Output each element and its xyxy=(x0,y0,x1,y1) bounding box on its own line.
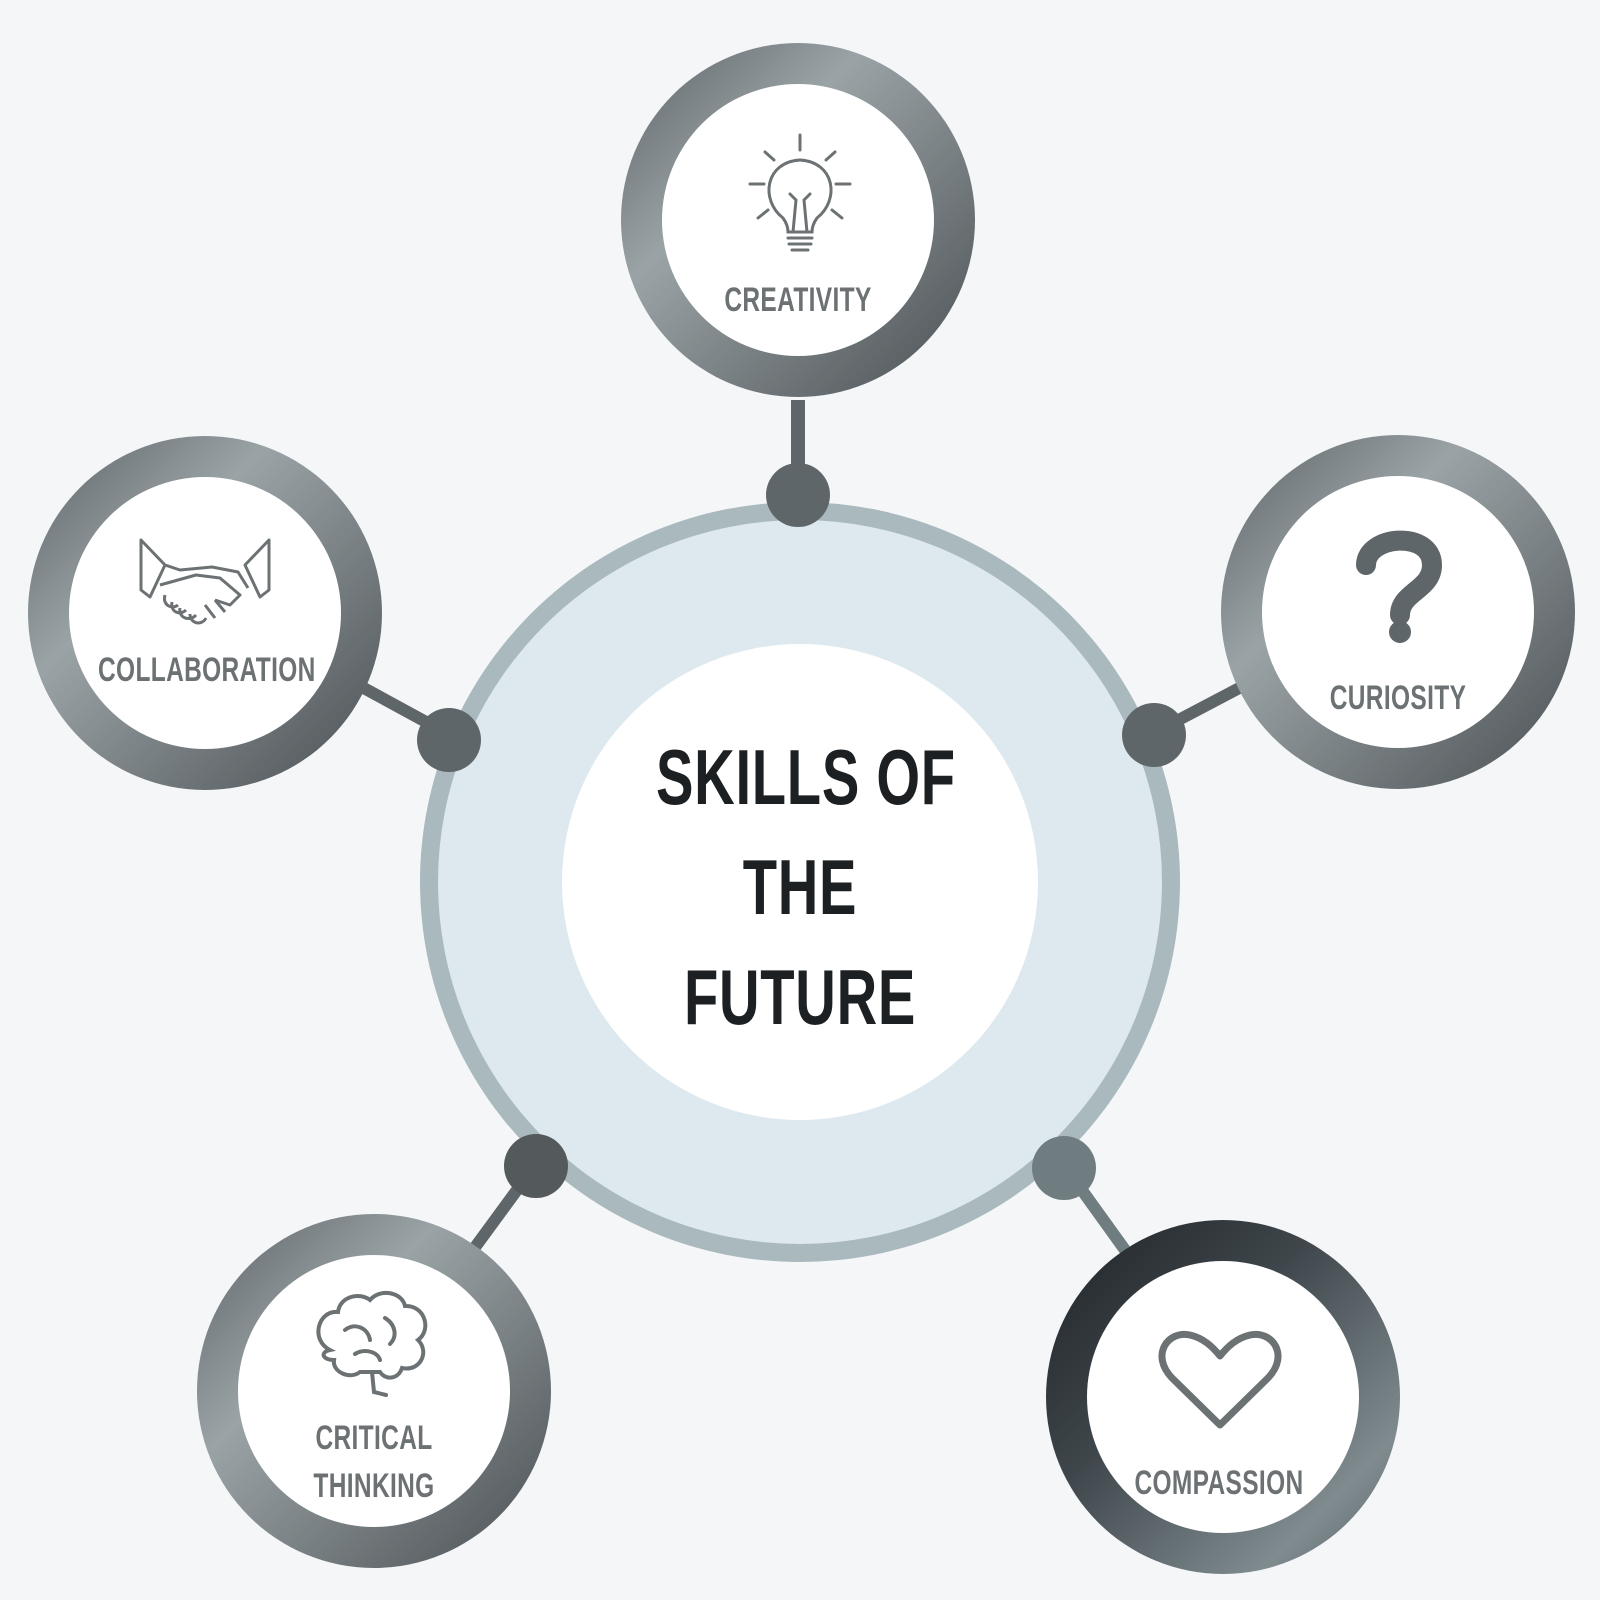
lightbulb-icon xyxy=(748,133,852,252)
node-label-critical-thinking-line-1: CRITICAL xyxy=(315,1419,433,1457)
joint-dot-creativity xyxy=(766,463,830,527)
node-compassion xyxy=(1046,1220,1400,1574)
brain-icon xyxy=(316,1290,428,1397)
node-label-critical-thinking: CRITICAL THINKING xyxy=(266,1414,482,1510)
node-collaboration xyxy=(28,436,382,790)
center-title-line-1: SKILLS OF xyxy=(656,733,956,821)
joint-dot-critical-thinking xyxy=(504,1134,568,1198)
question-mark-icon xyxy=(1356,530,1443,643)
center-inner-disc xyxy=(562,644,1038,1120)
joint-dot-compassion xyxy=(1032,1136,1096,1200)
handshake-icon xyxy=(139,538,271,625)
node-label-curiosity: CURIOSITY xyxy=(1290,680,1506,716)
node-label-collaboration: COLLABORATION xyxy=(97,651,316,689)
node-creativity xyxy=(621,43,975,397)
center-title-line-3: FUTURE xyxy=(683,953,917,1041)
joint-dot-collaboration xyxy=(417,708,481,772)
node-label-creativity: CREATIVITY xyxy=(690,282,906,318)
heart-icon xyxy=(1158,1330,1282,1429)
node-label-collaboration-text: COLLABORATION xyxy=(97,651,316,689)
center-title: SKILLS OF THE FUTURE xyxy=(656,722,956,1052)
node-label-creativity-text: CREATIVITY xyxy=(724,281,872,319)
node-label-critical-thinking-line-2: THINKING xyxy=(313,1467,435,1505)
node-label-curiosity-text: CURIOSITY xyxy=(1329,679,1467,717)
joint-dot-curiosity xyxy=(1122,703,1186,767)
center-title-line-2: THE xyxy=(742,843,858,931)
node-label-compassion: COMPASSION xyxy=(1111,1465,1327,1501)
node-label-compassion-text: COMPASSION xyxy=(1134,1464,1304,1502)
